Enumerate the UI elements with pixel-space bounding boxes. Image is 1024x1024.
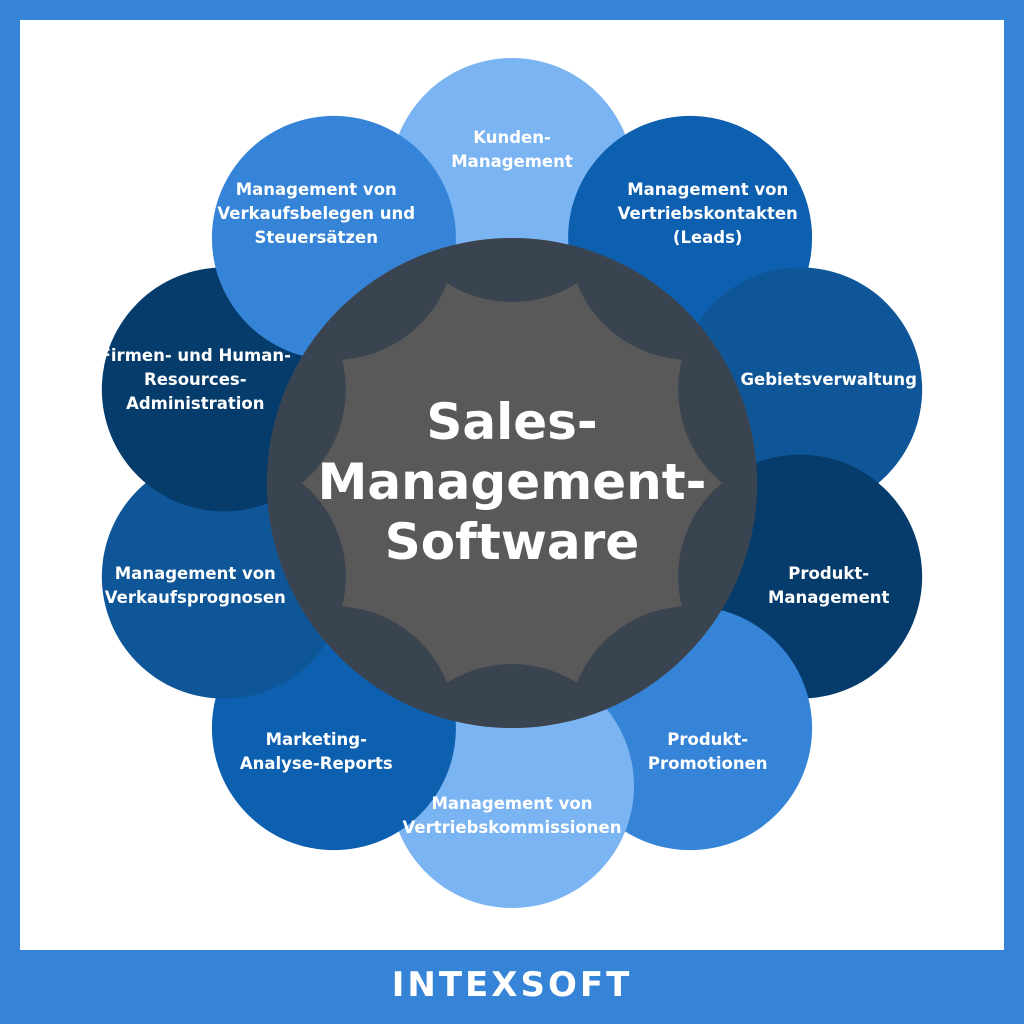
center-circle (267, 238, 757, 728)
node-label-3: Gebietsverwaltung (740, 370, 917, 390)
node-label-2: Management von Vertriebskontakten (Leads… (617, 179, 798, 247)
node-label-10: Management von Verkaufsbelegen und Steue… (217, 179, 416, 247)
node-label-9: Firmen- und Human- Resources- Administra… (99, 346, 291, 414)
node-label-7: Marketing- Analyse-Reports (239, 730, 393, 774)
node-label-1: Kunden- Management (451, 128, 573, 171)
center-title: Sales- Management- Software (317, 393, 707, 571)
node-label-5: Produkt- Promotionen (647, 730, 768, 774)
node-label-8: Management von Verkaufsprognosen (104, 563, 286, 607)
node-label-4: Produkt- Management (767, 563, 890, 607)
node-label-6: Management von Vertriebskommissionen (402, 794, 622, 837)
intexsoft-logo: INTEXSOFT (391, 965, 633, 1005)
